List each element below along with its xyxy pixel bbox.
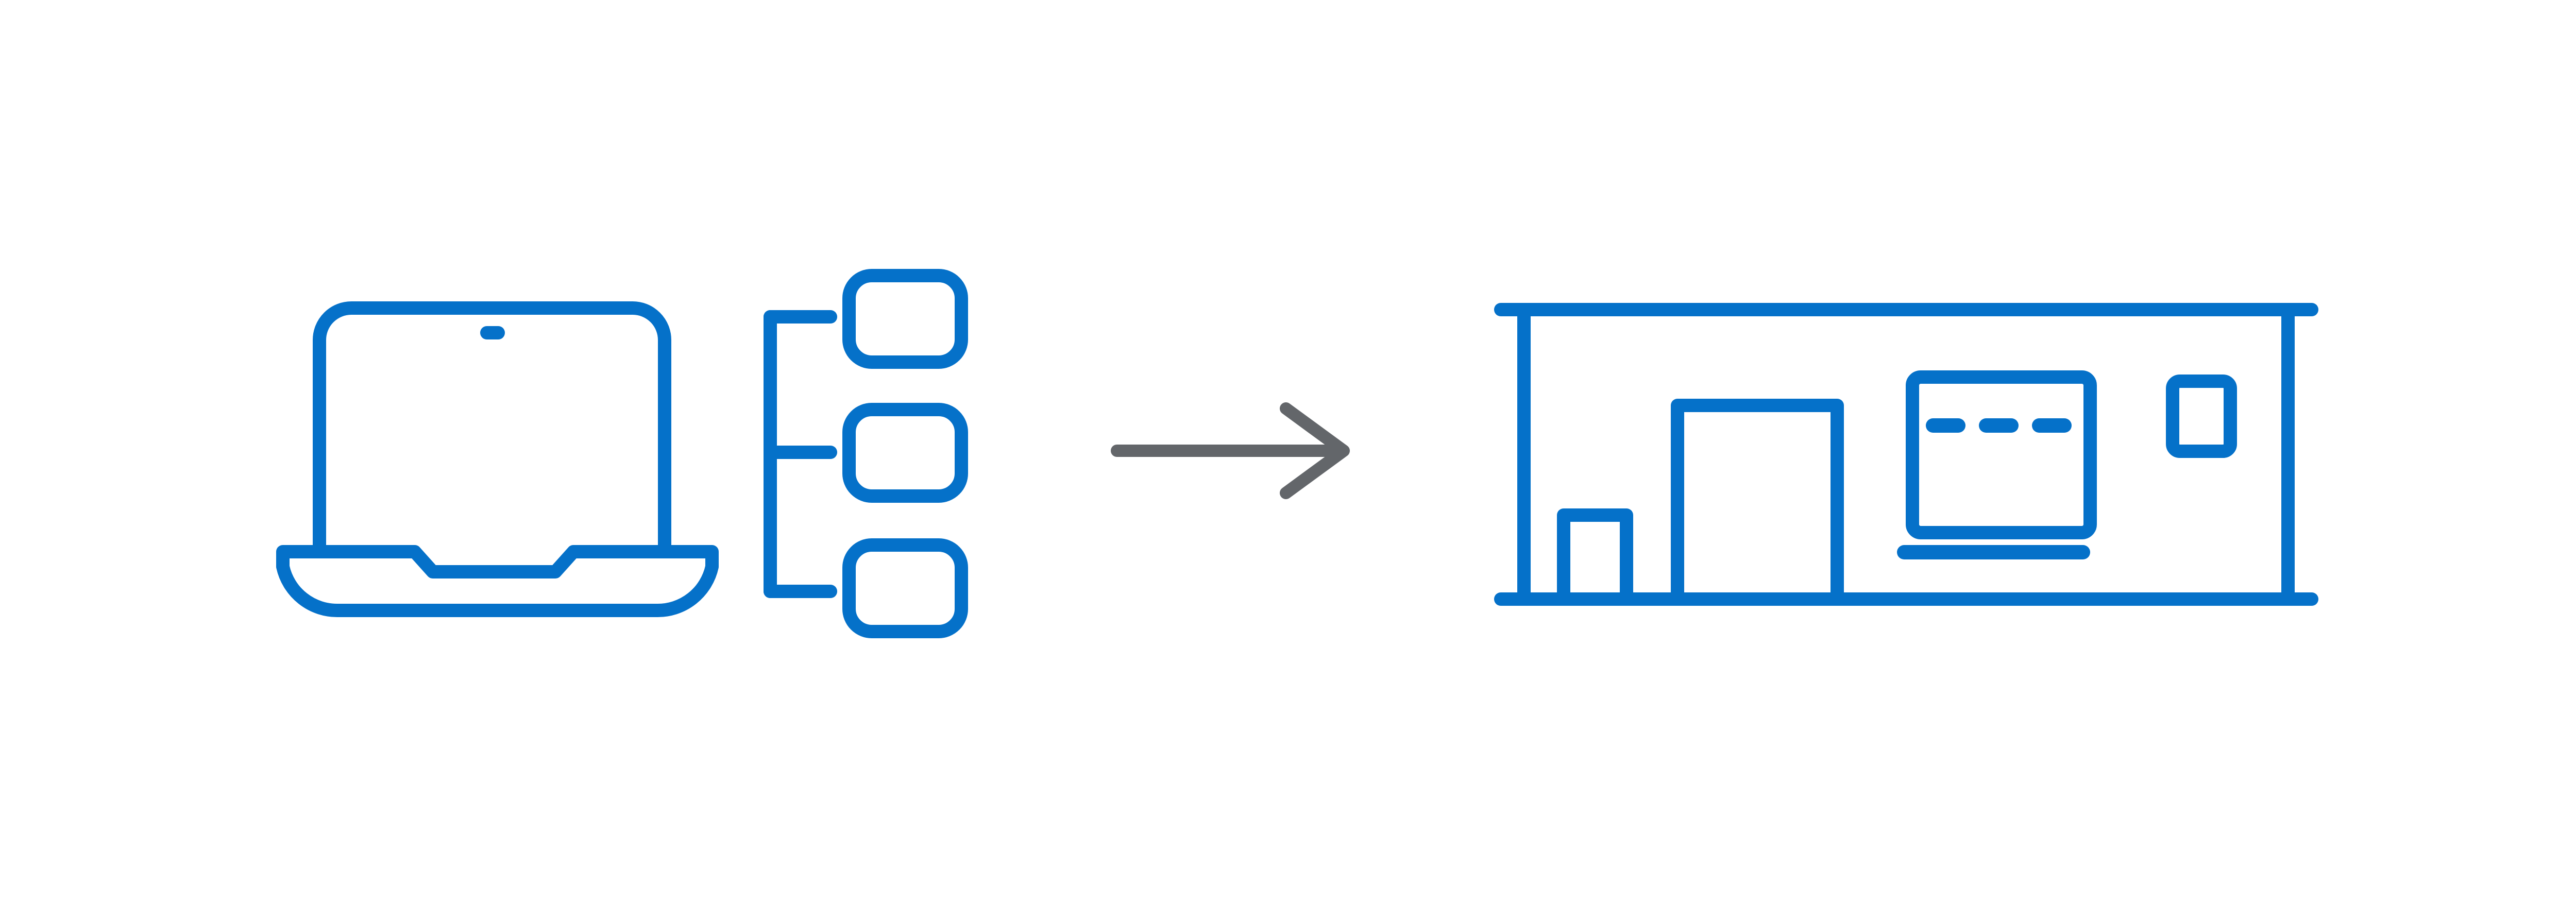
flow-arrow-right xyxy=(1111,402,1350,499)
laptop-icon xyxy=(276,301,719,618)
data-card-dash-3 xyxy=(2032,418,2072,433)
arrow-head xyxy=(1280,402,1350,499)
hierarchy-tree-icon xyxy=(764,269,968,638)
data-card-dash-2 xyxy=(1979,418,2019,433)
bar-chart-column-tall xyxy=(1671,399,1844,599)
data-card xyxy=(1906,370,2097,539)
data-card-underline xyxy=(1897,545,2090,559)
data-card-dash-1 xyxy=(1926,418,1965,433)
tree-node-box-1 xyxy=(842,269,968,369)
tree-node-box-2 xyxy=(842,403,968,503)
dashboard-panel-icon xyxy=(1494,303,2318,606)
laptop-screen xyxy=(313,301,671,557)
bar-chart-column-short xyxy=(1557,508,1633,599)
small-tile xyxy=(2166,375,2237,458)
tree-node-box-3 xyxy=(842,538,968,638)
laptop-camera-dot xyxy=(480,326,505,339)
laptop-base xyxy=(276,545,719,618)
